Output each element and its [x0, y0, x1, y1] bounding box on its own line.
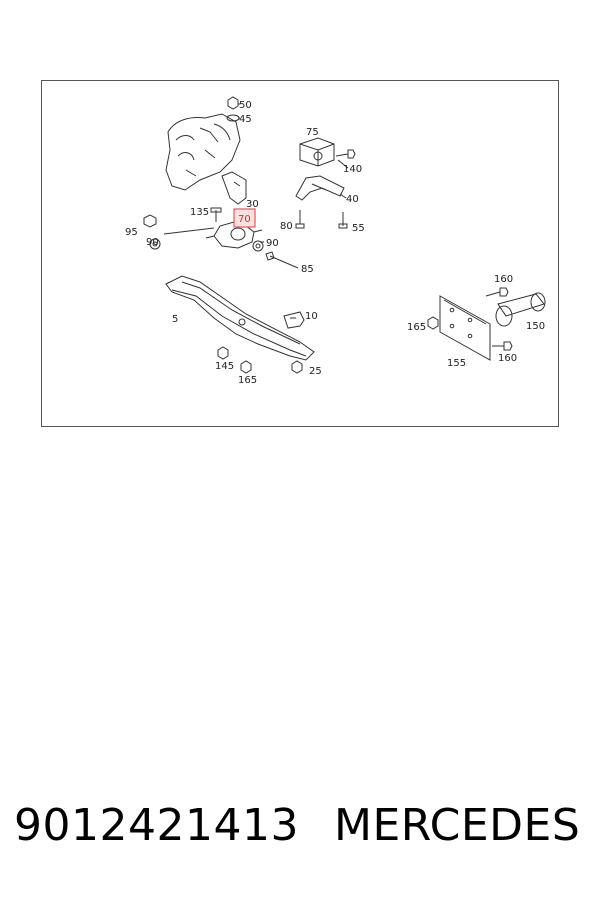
nut-25 — [291, 360, 303, 374]
callout-165-right: 165 — [407, 322, 426, 333]
bolt-160b — [492, 341, 513, 351]
callout-30: 30 — [246, 199, 259, 210]
callout-165-left: 165 — [238, 375, 257, 386]
bracket-10 — [283, 311, 305, 329]
callout-145: 145 — [215, 361, 234, 372]
part-number: 9012421413 — [14, 800, 299, 851]
callout-45: 45 — [239, 114, 252, 125]
washer-90a — [149, 238, 161, 250]
engine-bracket — [221, 171, 247, 205]
bolt-140 — [335, 149, 356, 159]
shield-plate — [439, 295, 491, 361]
callout-90-right: 90 — [266, 238, 279, 249]
callout-40: 40 — [346, 194, 359, 205]
callout-140: 140 — [343, 164, 362, 175]
callout-95: 95 — [125, 227, 138, 238]
bolt-135 — [210, 207, 222, 222]
engine-mount-75 — [299, 137, 335, 167]
callout-90-left: 90 — [146, 237, 159, 248]
callout-75: 75 — [306, 127, 319, 138]
nut-50 — [227, 96, 239, 110]
callout-150: 150 — [526, 321, 545, 332]
nut-165a — [240, 360, 252, 374]
bolt-55 — [338, 212, 348, 229]
callout-160-top: 160 — [494, 274, 513, 285]
callout-155: 155 — [447, 358, 466, 369]
callout-70: 70 — [238, 214, 251, 225]
callout-160-bottom: 160 — [498, 353, 517, 364]
callout-25: 25 — [309, 366, 322, 377]
callout-135: 135 — [190, 207, 209, 218]
diagram-frame — [41, 80, 559, 427]
nut-165b — [427, 316, 439, 330]
engine-mount-70 — [205, 221, 263, 249]
crossmember — [165, 275, 315, 361]
brand-name: MERCEDES — [334, 800, 581, 851]
highlight-box — [233, 208, 256, 228]
callout-55: 55 — [352, 223, 365, 234]
callout-10: 10 — [305, 311, 318, 322]
washer-90b — [252, 240, 264, 252]
callout-5: 5 — [172, 314, 178, 325]
nut-145 — [217, 346, 229, 360]
callout-85: 85 — [301, 264, 314, 275]
footer: 9012421413 MERCEDES — [0, 800, 600, 860]
bolt-160a — [485, 287, 509, 297]
bolt-80 — [295, 210, 305, 229]
callout-80: 80 — [280, 221, 293, 232]
callout-50: 50 — [239, 100, 252, 111]
bolt-85 — [265, 251, 299, 269]
transmission-housing — [165, 113, 241, 191]
mount-bracket-40 — [295, 175, 345, 201]
nut-95 — [143, 214, 157, 228]
parts-diagram: 50 45 75 140 40 30 135 70 95 90 90 80 55… — [125, 96, 546, 386]
damper-150 — [495, 292, 546, 327]
